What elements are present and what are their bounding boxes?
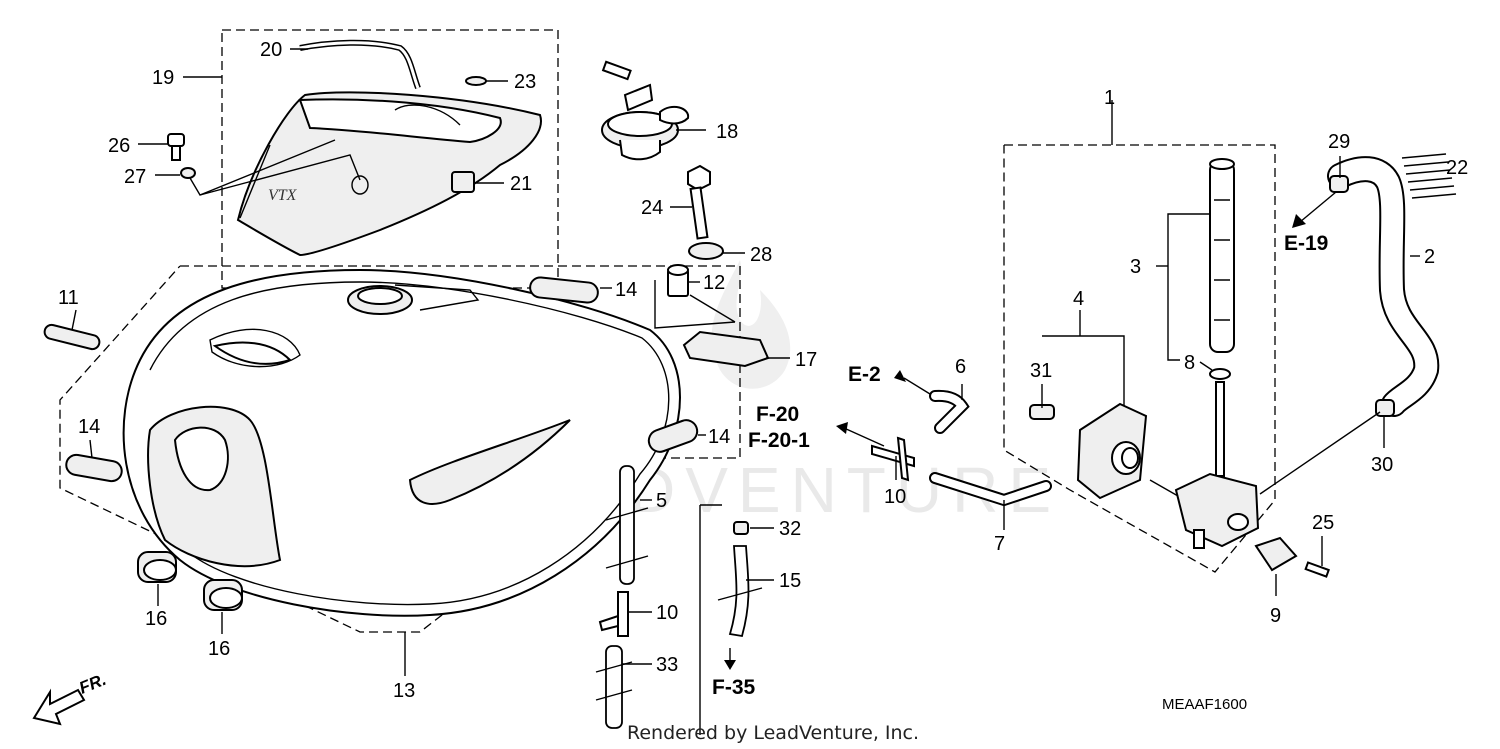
- collar-12: [667, 264, 689, 297]
- callout-19: 19: [152, 67, 174, 89]
- fuel-valve-group-box: [1003, 144, 1276, 573]
- tank-cover: VTX: [236, 91, 542, 257]
- callout-numbers: 20 19 23 26 27 21 18 24 28 12 14 11 17 1…: [58, 39, 1468, 702]
- breather-hose-5: [605, 465, 649, 585]
- fuel-tank: [122, 268, 681, 617]
- fuel-hose-2: [1327, 156, 1440, 417]
- fuel-cap: [601, 60, 690, 161]
- callout-30: 30: [1371, 454, 1393, 476]
- cushion-11: [43, 323, 101, 351]
- front-direction-indicator: FR.: [32, 670, 109, 726]
- callout-27: 27: [124, 166, 146, 188]
- callout-11: 11: [58, 287, 79, 309]
- callout-16-a: 16: [145, 608, 167, 630]
- ref-f35: F-35: [712, 676, 756, 699]
- section-references: E-19 E-2 F-20 F-20-1 F-35: [712, 232, 1328, 699]
- callout-4: 4: [1073, 288, 1084, 310]
- cover-seal-strip: [299, 39, 421, 90]
- callout-5: 5: [656, 490, 667, 512]
- callout-9: 9: [1270, 605, 1281, 627]
- callout-29: 29: [1328, 131, 1350, 153]
- washer-28: [688, 242, 724, 260]
- callout-14-mid: 14: [708, 426, 730, 448]
- callout-14-left: 14: [78, 416, 100, 438]
- screw-26: [167, 133, 185, 161]
- callout-7: 7: [994, 533, 1005, 555]
- valve-stem: [1215, 381, 1225, 477]
- callout-2: 2: [1424, 246, 1435, 268]
- front-label: FR.: [76, 670, 109, 698]
- callout-10-right: 10: [884, 486, 906, 508]
- front-arrow-icon: [32, 688, 86, 726]
- three-way-joint-10: [598, 591, 629, 637]
- drain-hose-33: [595, 645, 633, 729]
- ref-e2: E-2: [848, 363, 881, 386]
- callout-16-b: 16: [208, 638, 230, 660]
- svg-text:VTX: VTX: [268, 187, 298, 204]
- callout-25: 25: [1312, 512, 1334, 534]
- callout-13: 13: [393, 680, 415, 702]
- washer-27: [180, 167, 196, 179]
- callout-1: 1: [1104, 87, 1115, 109]
- ref-f20-1: F-20-1: [748, 429, 810, 452]
- screw-25: [1304, 561, 1330, 578]
- callout-24: 24: [641, 197, 663, 219]
- clip-29: [1329, 175, 1349, 193]
- clip-30: [1375, 399, 1395, 417]
- o-ring-8: [1209, 368, 1231, 380]
- callout-3: 3: [1130, 256, 1141, 278]
- washer-23: [465, 76, 487, 86]
- rubber-cushion-21: [451, 171, 475, 193]
- knob-16-a: [137, 551, 177, 583]
- fuel-strainer-3: [1209, 158, 1235, 353]
- cushion-14-mid: [647, 419, 699, 453]
- callout-28: 28: [750, 244, 772, 266]
- gasket-4: [1076, 402, 1148, 500]
- callout-15: 15: [779, 570, 801, 592]
- callout-26: 26: [108, 135, 130, 157]
- valve-lever-9: [1254, 536, 1298, 572]
- hose-15: [717, 545, 763, 638]
- callout-31: 31: [1030, 360, 1052, 382]
- leader-lines: [71, 48, 1420, 735]
- clip-32: [733, 521, 749, 535]
- diagram-code: MEAAF1600: [1162, 696, 1247, 713]
- callout-8: 8: [1184, 352, 1195, 374]
- callout-33: 33: [656, 654, 678, 676]
- callout-6: 6: [955, 356, 966, 378]
- callout-10-left: 10: [656, 602, 678, 624]
- joint-10-right: [871, 436, 915, 482]
- knob-16-b: [203, 579, 243, 611]
- callout-12: 12: [703, 272, 725, 294]
- fuel-valve-body: [1174, 472, 1260, 549]
- callout-14-top: 14: [615, 279, 637, 301]
- callout-18: 18: [716, 121, 738, 143]
- callout-20: 20: [260, 39, 282, 61]
- spring-22: [1401, 153, 1457, 199]
- callout-22: 22: [1446, 157, 1468, 179]
- cushion-14-top: [529, 276, 599, 304]
- callout-21: 21: [510, 173, 532, 195]
- ref-e19: E-19: [1284, 232, 1328, 255]
- callout-23: 23: [514, 71, 536, 93]
- callout-32: 32: [779, 518, 801, 540]
- callout-17: 17: [795, 349, 817, 371]
- cushion-14-left: [65, 453, 123, 483]
- bolt-24: [687, 164, 711, 240]
- ref-f20: F-20: [756, 403, 799, 426]
- credit-text: Rendered by LeadVenture, Inc.: [627, 722, 919, 744]
